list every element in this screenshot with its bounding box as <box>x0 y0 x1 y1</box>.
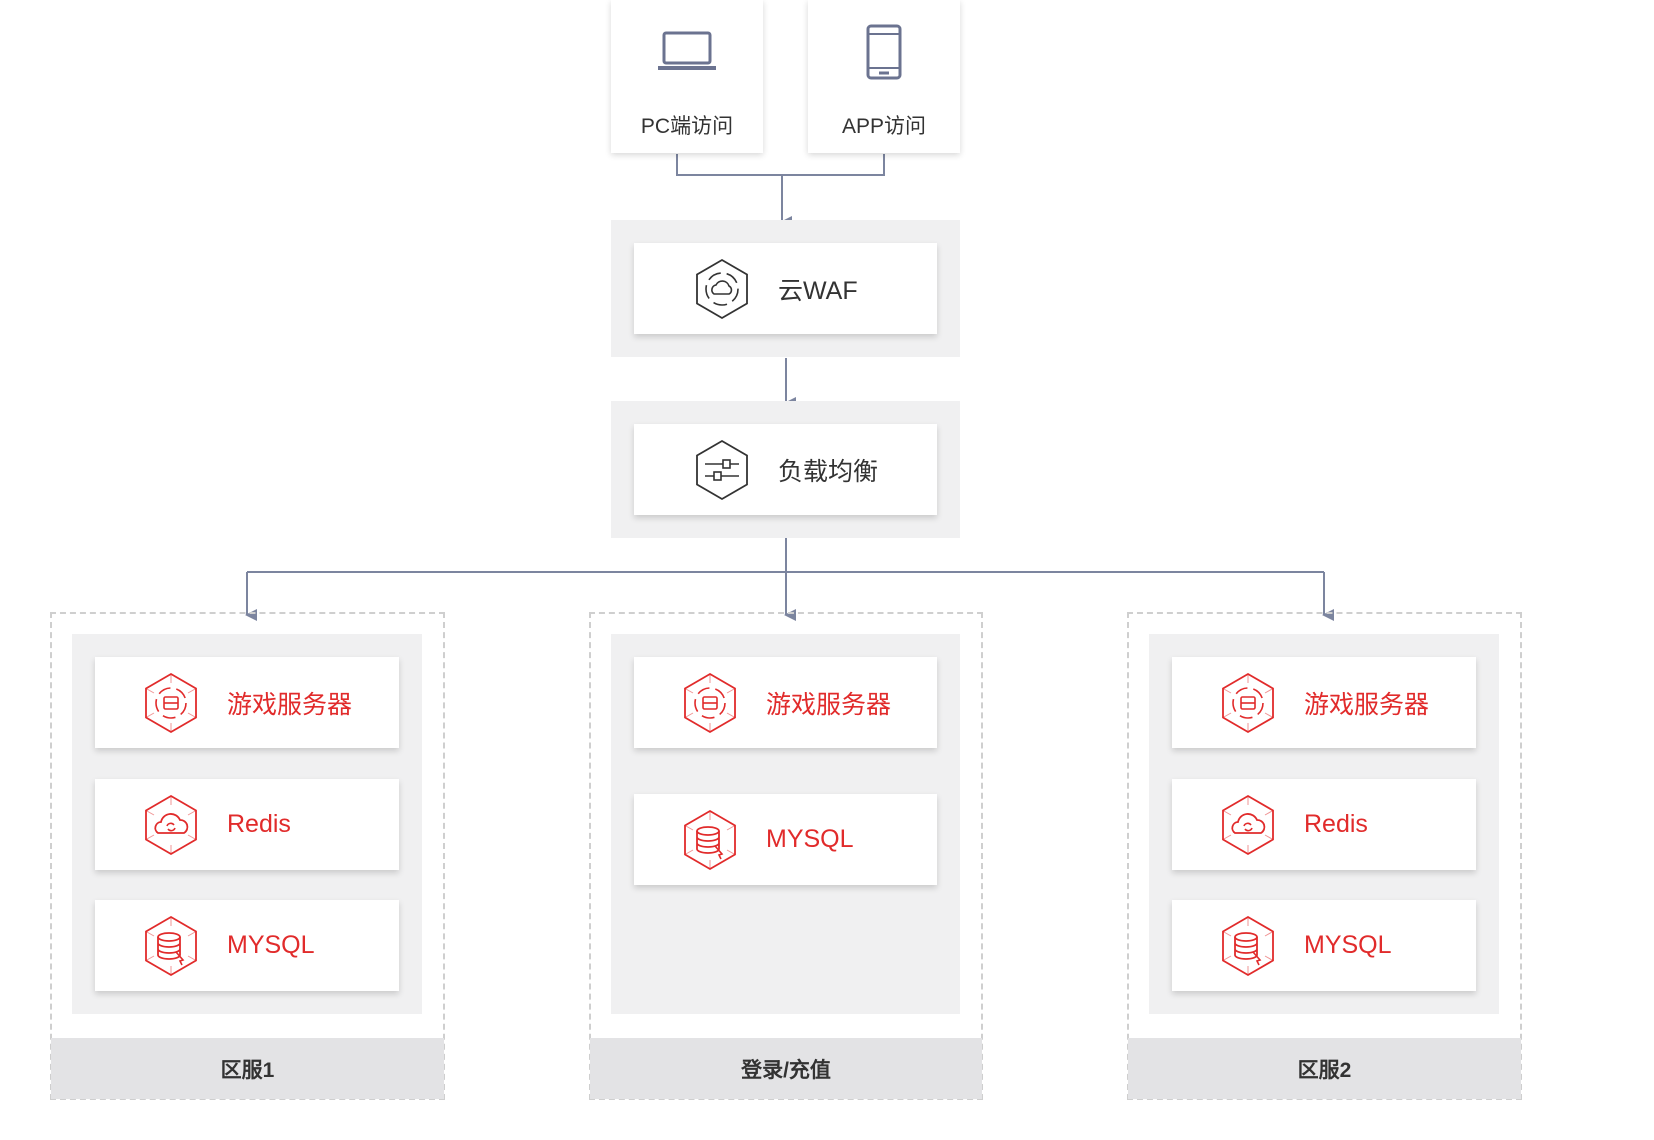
zone-2-footer: 区服2 <box>1128 1038 1521 1099</box>
redis-cloud-icon <box>139 793 203 857</box>
zone-2-redis-card: Redis <box>1172 779 1476 870</box>
waf-label: 云WAF <box>778 276 858 305</box>
pc-access-card: PC端访问 <box>611 0 763 153</box>
zone-2 <box>1127 612 1522 1100</box>
zone-1-redis-label: Redis <box>227 810 291 838</box>
server-icon <box>139 671 203 735</box>
zone-login-footer: 登录/充值 <box>590 1038 982 1099</box>
waf-card: 云WAF <box>634 243 937 334</box>
zone-1-mysql-label: MYSQL <box>227 931 315 959</box>
zone-2-mysql-card: MYSQL <box>1172 900 1476 991</box>
zone-login-mysql-card: MYSQL <box>634 794 937 885</box>
server-icon <box>678 671 742 735</box>
zone-1-game-server-label: 游戏服务器 <box>227 690 353 719</box>
redis-cloud-icon <box>1216 793 1280 857</box>
load-balancer-icon <box>690 438 754 502</box>
database-icon <box>1216 914 1280 978</box>
zone-2-mysql-label: MYSQL <box>1304 931 1392 959</box>
zone-login-game-server-card: 游戏服务器 <box>634 657 937 748</box>
laptop-icon <box>658 31 716 70</box>
zone-1-mysql-card: MYSQL <box>95 900 399 991</box>
phone-icon <box>866 24 902 80</box>
zone-1-footer: 区服1 <box>51 1038 444 1099</box>
zone-login <box>589 612 983 1100</box>
zone-1-game-server-card: 游戏服务器 <box>95 657 399 748</box>
server-icon <box>1216 671 1280 735</box>
zone-login-mysql-label: MYSQL <box>766 825 854 853</box>
zone-login-game-server-label: 游戏服务器 <box>766 690 892 719</box>
database-icon <box>139 914 203 978</box>
zone-2-game-server-label: 游戏服务器 <box>1304 690 1430 719</box>
zone-1 <box>50 612 445 1100</box>
zone-2-redis-label: Redis <box>1304 810 1368 838</box>
app-access-label: APP访问 <box>841 115 927 138</box>
cloud-security-icon <box>690 257 754 321</box>
zone-1-redis-card: Redis <box>95 779 399 870</box>
pc-access-label: PC端访问 <box>640 115 734 138</box>
zone-2-game-server-card: 游戏服务器 <box>1172 657 1476 748</box>
database-icon <box>678 808 742 872</box>
lb-label: 负载均衡 <box>778 457 879 486</box>
lb-card: 负载均衡 <box>634 424 937 515</box>
app-access-card: APP访问 <box>808 0 960 153</box>
